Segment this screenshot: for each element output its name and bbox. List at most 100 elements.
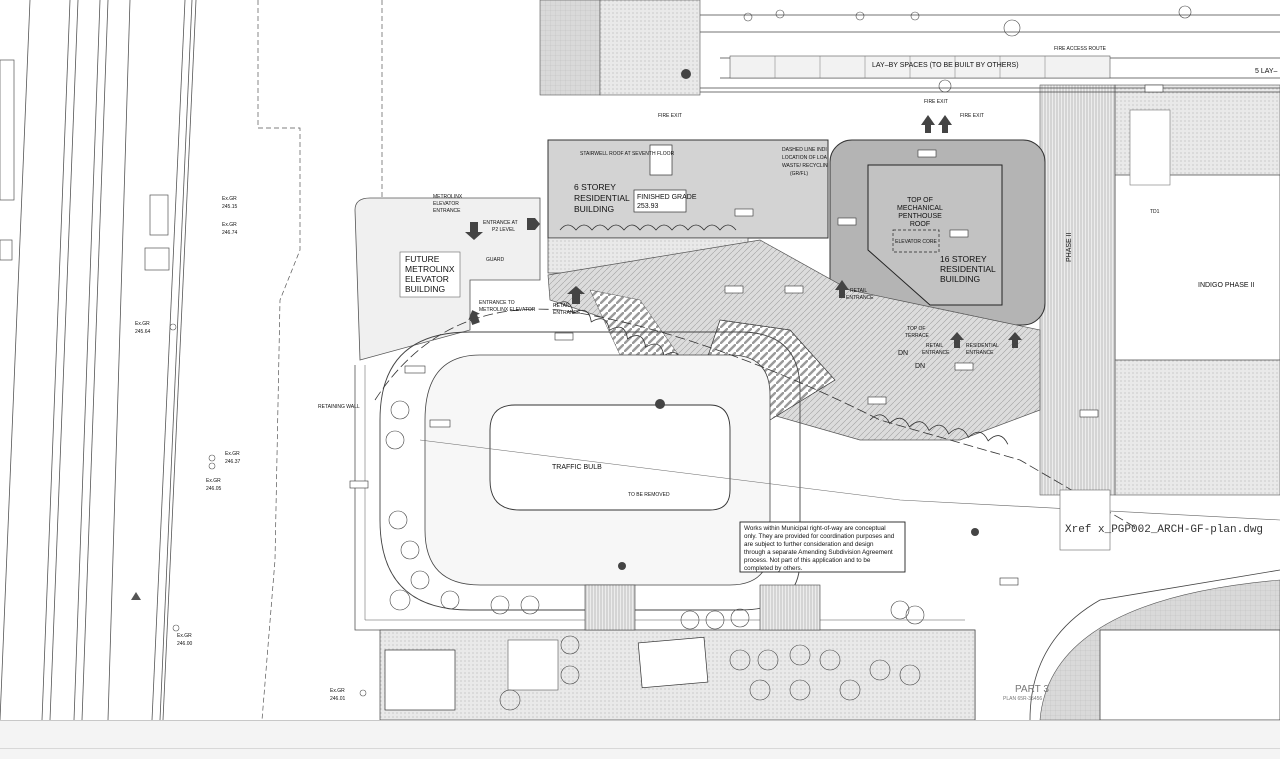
- indigo-label: INDIGO PHASE II: [1198, 282, 1254, 289]
- note-line-3: are subject to further consideration and…: [744, 541, 874, 548]
- svg-text:246.05: 246.05: [206, 486, 222, 492]
- future-label-4: BUILDING: [405, 284, 445, 294]
- six-storey-labels: 6 STOREY RESIDENTIAL BUILDING: [574, 182, 630, 214]
- note-line-2: only. They are provided for coordination…: [744, 533, 895, 540]
- future-metrolinx-building: [399, 251, 461, 298]
- top-mech-label-1: TOP OF: [907, 197, 933, 204]
- crosswalk-1: [584, 584, 636, 631]
- plan-labels: LAY–BY SPACES (TO BE BUILT BY OTHERS) 5 …: [580, 46, 1278, 177]
- property-line: [257, 0, 383, 720]
- south-trees: [385, 400, 925, 711]
- entrance-to-label-2: METROLINX ELEVATOR: [479, 307, 536, 313]
- plan-label: PLAN 65R-35456: [1003, 696, 1042, 702]
- note-line-6: completed by others.: [744, 565, 803, 572]
- crosswalk-2: [759, 584, 821, 631]
- dashed-line-label-2: LOCATION OF LOA: [782, 155, 828, 161]
- retaining-wall-label: RETAINING WALL: [318, 404, 360, 410]
- future-label-2: METROLINX: [405, 264, 455, 274]
- entrance-p2-label-2: P2 LEVEL: [492, 227, 515, 233]
- retail-entrance-label-2b: ENTRANCE: [846, 295, 874, 301]
- mech-labels: TOP OF MECHANICAL PENTHOUSE ROOF ELEVATO…: [895, 197, 943, 245]
- top-terrace-label-2: TERRACE: [905, 333, 930, 339]
- stairwell-label: STAIRWELL ROOF AT SEVENTH FLOOR: [580, 151, 675, 157]
- north-arrow-icon: [131, 592, 141, 600]
- top-terrace-label-1: TOP OF: [907, 326, 925, 332]
- svg-text:Ex.GR: Ex.GR: [330, 688, 345, 694]
- dashed-line-label-1: DASHED LINE INDI: [782, 147, 827, 153]
- road-loop-outer: [379, 331, 801, 611]
- cad-drawing-canvas[interactable]: Ex.GR 245.15 Ex.GR 246.74 Ex.GR 245.64 Ex.G…: [0, 0, 1280, 720]
- retail-entrance-label-2a: RETAIL: [850, 288, 867, 294]
- future-label-3: ELEVATOR: [405, 274, 449, 284]
- left-boxes: [0, 59, 170, 271]
- six-storey-label-2: RESIDENTIAL: [574, 193, 630, 203]
- svg-text:246.37: 246.37: [225, 459, 241, 465]
- part-3-label: PART 3: [1015, 684, 1049, 695]
- sixteen-storey-label-3: BUILDING: [940, 274, 980, 284]
- svg-text:246.74: 246.74: [222, 230, 238, 236]
- td1-label: TD1: [1150, 209, 1160, 215]
- metrolinx-entrance-label-2: ELEVATOR: [433, 201, 459, 207]
- tree-circles-top: [743, 5, 1192, 93]
- dashed-boundary-arc: [374, 308, 1141, 531]
- svg-text:246.01: 246.01: [330, 696, 346, 702]
- note-line-1: Works within Municipal right-of-way are …: [744, 525, 886, 532]
- svg-text:245.64: 245.64: [135, 329, 151, 335]
- entrance-p2-label-1: ENTRANCE AT: [483, 220, 518, 226]
- dashed-line-label-4: (GR/FL): [790, 171, 808, 177]
- svg-text:Ex.GR: Ex.GR: [225, 451, 240, 457]
- top-mech-label-2: MECHANICAL: [897, 205, 943, 212]
- svg-text:245.15: 245.15: [222, 204, 238, 210]
- to-be-removed-label: TO BE REMOVED: [628, 492, 670, 498]
- municipal-note-box: [739, 521, 906, 573]
- residential-entrance-label-b: ENTRANCE: [966, 350, 994, 356]
- fire-access-label: FIRE ACCESS ROUTE: [1054, 46, 1107, 52]
- dn-label-2: DN: [915, 363, 925, 370]
- east-walkway: [1039, 84, 1116, 496]
- metrolinx-entrance-label-1: METROLINX: [433, 194, 463, 200]
- site-plan-drawing: Ex.GR 245.15 Ex.GR 246.74 Ex.GR 245.64 Ex.G…: [0, 0, 1280, 720]
- fire-exit-label-2: FIRE EXIT: [924, 99, 948, 105]
- tree-canopy-north: [559, 224, 737, 231]
- sixteen-storey-labels: 16 STOREY RESIDENTIAL BUILDING: [940, 254, 996, 284]
- fire-exit-label-3: FIRE EXIT: [960, 113, 984, 119]
- note-line-5: process. Not part of this application an…: [744, 557, 871, 564]
- viewport-bottom-bar: [0, 720, 1280, 759]
- guard-label: GUARD: [486, 257, 504, 263]
- rail-corridor-lines: [0, 0, 197, 720]
- dashed-line-label-3: WASTE/ RECYCLIN: [782, 163, 828, 169]
- future-building-labels: FUTURE METROLINX ELEVATOR BUILDING: [405, 254, 455, 294]
- finished-grade-box: [633, 189, 687, 213]
- indigo-phase-ii-building: [1114, 174, 1280, 361]
- svg-text:Ex.GR: Ex.GR: [135, 321, 150, 327]
- phase-ii-label: PHASE II: [1066, 232, 1073, 262]
- finished-grade-labels: FINISHED GRADE 253.93: [637, 194, 697, 210]
- svg-text:Ex.GR: Ex.GR: [222, 196, 237, 202]
- bottom-divider: [0, 748, 1280, 749]
- lay-by-right-label: 5 LAY–: [1255, 68, 1278, 75]
- entrance-arrow-icons: [465, 69, 1022, 570]
- sixteen-storey-label-1: 16 STOREY: [940, 254, 987, 264]
- xref-label: Xref x_PGP002_ARCH-GF-plan.dwg: [1065, 524, 1263, 536]
- metrolinx-entrance-label-3: ENTRANCE: [433, 208, 461, 214]
- entrance-to-label-1: ENTRANCE TO: [479, 300, 515, 306]
- elevation-tags: [349, 84, 1164, 586]
- municipal-note-text: Works within Municipal right-of-way are …: [744, 525, 895, 572]
- utility-area: [1099, 629, 1280, 720]
- retail-entrance-label-1a: RETAIL: [553, 303, 570, 309]
- svg-text:Ex.GR: Ex.GR: [206, 478, 221, 484]
- svg-text:Ex.GR: Ex.GR: [177, 633, 192, 639]
- retail-entrance-label-1b: ENTRANCE: [553, 310, 581, 316]
- lay-by-label: LAY–BY SPACES (TO BE BUILT BY OTHERS): [872, 62, 1019, 69]
- sixteen-storey-label-2: RESIDENTIAL: [940, 264, 996, 274]
- six-storey-label-3: BUILDING: [574, 204, 614, 214]
- finished-grade-value: 253.93: [637, 203, 659, 210]
- left-circles: [169, 323, 367, 697]
- traffic-bulb: [489, 404, 731, 511]
- retail-entrance-label-3a: RETAIL: [926, 343, 943, 349]
- retail-entrance-label-3b: ENTRANCE: [922, 350, 950, 356]
- lay-by-stalls: [774, 56, 1046, 78]
- north-ramp: [539, 0, 601, 96]
- lay-by-spaces: [729, 55, 1111, 79]
- six-storey-label-1: 6 STOREY: [574, 182, 616, 192]
